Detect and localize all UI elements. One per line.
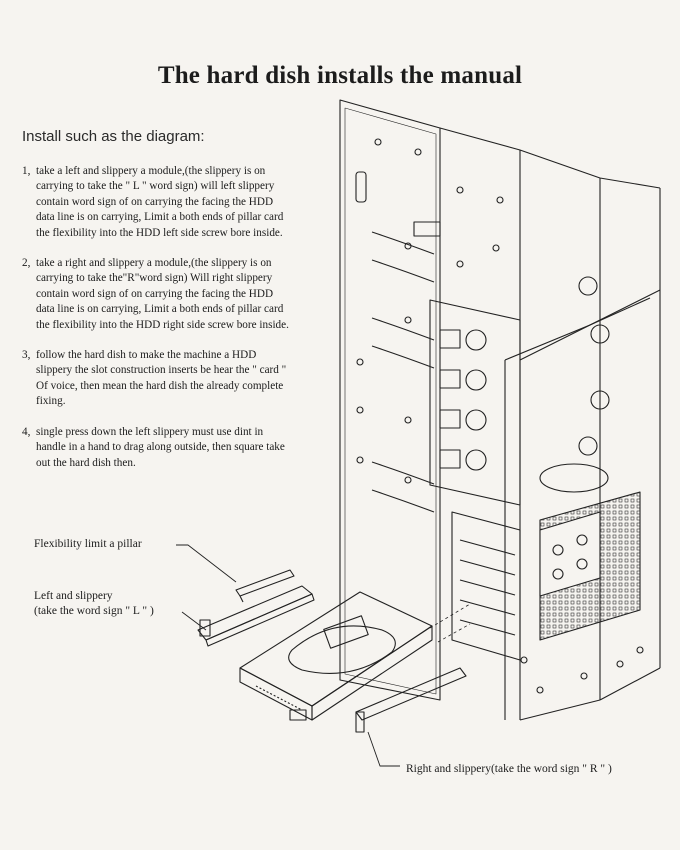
chassis-back-panel [339,99,441,701]
flexibility-pillar [235,569,295,603]
label-left-slide: Left and slippery (take the word sign " … [34,590,154,617]
step-number: 3, [22,349,31,362]
chassis-front-mesh [539,491,641,641]
step-text: follow the hard dish to make the machine… [36,349,287,408]
step-3: 3, follow the hard dish to make the mach… [22,348,327,410]
instruction-steps: 1, take a left and slippery a module,(th… [22,164,327,486]
step-1: 1, take a left and slippery a module,(th… [22,164,327,241]
step-4: 4, single press down the left slippery m… [22,425,327,471]
leader-lines [176,544,400,767]
drive-bay-slots [355,171,441,513]
label-pillar: Flexibility limit a pillar [34,538,142,550]
step-number: 1, [22,165,31,177]
step-number: 2, [22,257,31,270]
hdd-cage [451,511,521,661]
screw-holes [356,138,644,694]
step-number: 4, [22,425,31,438]
step-text: single press down the left slippery must… [36,425,285,469]
left-slide-rail [197,585,315,647]
step-text: take a left and slippery a module,(the s… [36,165,284,239]
label-right-slide: Right and slippery(take the word sign " … [406,763,612,775]
insertion-guide [429,603,471,643]
intro-text: Install such as the diagram: [22,128,205,145]
drive-cage-upper [429,276,610,506]
step-text: take a right and slippery a module,(the … [36,257,289,331]
hard-disk-drive [239,591,433,721]
right-slide-rail [355,667,467,733]
step-2: 2, take a right and slippery a module,(t… [22,256,327,333]
page-title: The hard dish installs the manual [157,62,523,89]
